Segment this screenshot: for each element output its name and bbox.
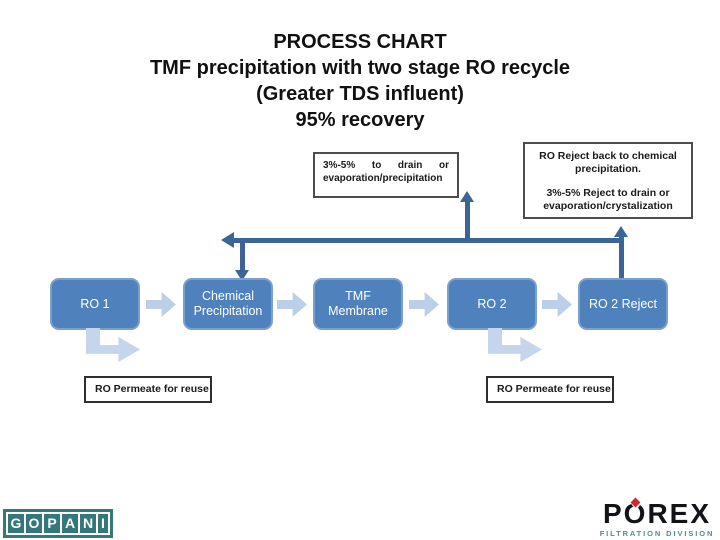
reject-note-line-2: 3%-5% Reject to drain or evaporation/cry…	[543, 187, 673, 212]
permeate-note-right: RO Permeate for reuse	[486, 376, 614, 403]
recycle-line-up-right	[619, 237, 624, 278]
gopani-letter: I	[98, 514, 108, 533]
page-title: PROCESS CHART TMF precipitation with two…	[0, 29, 720, 133]
porex-subtitle: FILTRATION DIVISION	[599, 529, 715, 538]
reject-note-box: RO Reject back to chemical precipitation…	[523, 142, 693, 219]
gopani-letter: O	[26, 514, 42, 533]
flow-arrow-3-icon	[409, 292, 439, 317]
permeate-note-left: RO Permeate for reuse	[84, 376, 212, 403]
title-line-2: TMF precipitation with two stage RO recy…	[149, 57, 571, 79]
flow-arrow-4-icon	[542, 292, 572, 317]
porex-letter-o: O	[623, 497, 648, 529]
flow-arrow-1-icon	[146, 292, 176, 317]
flow-node-ro2-reject: RO 2 Reject	[578, 278, 668, 330]
title-line-3: (Greater TDS influent)	[256, 83, 464, 105]
gopani-logo: G O P A N I	[3, 509, 113, 538]
flow-node-ro2: RO 2	[447, 278, 537, 330]
reject-note-line-1: RO Reject back to chemical precipitation…	[539, 150, 677, 175]
arrowhead-left-icon	[221, 232, 234, 248]
flow-node-ro1: RO 1	[50, 278, 140, 330]
flow-node-tmf-membrane: TMF Membrane	[313, 278, 403, 330]
gopani-letter: N	[80, 514, 96, 533]
arrowhead-up-right-icon	[614, 226, 628, 237]
arrowhead-up-middle-icon	[460, 191, 474, 202]
gopani-letter: P	[44, 514, 60, 533]
porex-letters-rex: REX	[647, 498, 712, 529]
elbow-arrow-right-icon	[488, 328, 542, 363]
recycle-line-drop-left	[240, 241, 245, 271]
drain-note-box: 3%-5% to drain or evaporation/precipitat…	[313, 152, 459, 198]
flow-node-chemical-precipitation: Chemical Precipitation	[183, 278, 273, 330]
arrowhead-down-icon	[235, 270, 249, 281]
gopani-letter: G	[8, 514, 24, 533]
elbow-arrow-left-icon	[86, 328, 140, 363]
flow-arrow-2-icon	[277, 292, 307, 317]
recycle-line-horizontal	[232, 238, 622, 243]
porex-letter-p: P	[602, 498, 624, 529]
title-line-1: PROCESS CHART	[273, 31, 447, 53]
recycle-line-up-middle	[465, 201, 470, 240]
gopani-letter: A	[62, 514, 78, 533]
title-line-4: 95% recovery	[295, 109, 425, 131]
